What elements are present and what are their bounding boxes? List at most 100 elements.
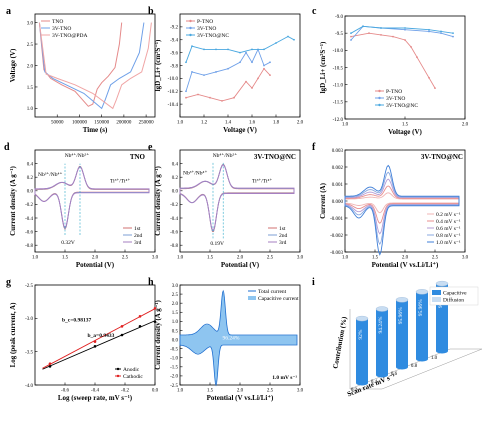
data-point <box>185 96 187 99</box>
x-tick-label: 1.0 <box>177 389 184 394</box>
data-point <box>185 90 187 93</box>
bar-base <box>376 372 388 378</box>
data-point <box>362 25 364 28</box>
legend-entry: 3rd <box>134 240 142 246</box>
bar-base <box>436 348 448 354</box>
x-tick-label: -0.2 <box>121 389 129 394</box>
data-point <box>120 325 124 328</box>
panel-i: i92%0.294.24%0.495.96%0.695.96%0.896.24%… <box>312 277 483 399</box>
data-point <box>251 87 253 89</box>
x-tick-label: 1.5 <box>207 389 214 394</box>
y-tick-label: -0.6 <box>170 230 178 235</box>
y-tick-label: -4.0 <box>25 384 33 389</box>
x-tick-label: 3.0 <box>462 256 469 261</box>
y-tick-label: -11.5 <box>333 101 344 106</box>
x-axis-label: Potential (V) <box>76 261 115 269</box>
x-axis-label: Potential (V) <box>221 261 260 269</box>
panel-label-a: a <box>6 6 11 17</box>
data-point <box>452 32 454 35</box>
y-tick-label: -0.2 <box>25 203 33 208</box>
data-point <box>153 307 157 310</box>
data-point <box>221 100 223 102</box>
y-tick-label: -1.0 <box>170 357 178 362</box>
x-tick-label: 1.6 <box>249 121 256 126</box>
y-tick-label: 0.002 <box>332 166 344 171</box>
x-tick-label: 1.0 <box>342 123 349 128</box>
y-tick-label: -9.0 <box>335 15 343 20</box>
y-axis-label: Current (A) <box>319 182 327 219</box>
y-tick-label: -9.6 <box>170 51 178 56</box>
panel-title: 3V-TNO@NC <box>421 153 463 161</box>
data-point <box>48 365 52 368</box>
data-point <box>233 96 235 99</box>
x-tick-label: 150000 <box>94 121 110 126</box>
data-point <box>440 32 442 35</box>
data-point <box>404 27 406 29</box>
bar <box>396 299 408 367</box>
x-tick-label: 1.0 <box>431 356 438 361</box>
legend-entry: Capacitive current <box>258 296 299 302</box>
y-tick-label: -10.4 <box>168 103 179 108</box>
bar-top <box>395 297 409 303</box>
cv-curve <box>344 164 460 256</box>
legend-entry: 3V-TNO@PDA <box>52 33 87 39</box>
y-tick-label: -0.002 <box>330 234 343 239</box>
legend-swatch <box>432 290 441 295</box>
y-axis-label: lgD_Li+ (cm²S⁻¹) <box>154 39 162 91</box>
legend-entry: TNO <box>52 19 63 25</box>
data-point <box>239 61 241 64</box>
y-axis-label: Voltage (V) <box>9 48 17 82</box>
data-point <box>404 39 406 41</box>
panel-title: 3V-TNO@NC <box>254 153 296 161</box>
bar <box>356 318 368 383</box>
x-tick-label: 1.5 <box>207 256 214 261</box>
data-point <box>245 51 247 54</box>
y-tick-label: -10.0 <box>333 49 344 54</box>
y-tick-label: -0.4 <box>25 217 33 222</box>
y-tick-label: 1.5 <box>27 86 34 91</box>
data-point <box>404 28 406 31</box>
y-tick-label: -2.5 <box>170 384 178 389</box>
data-point <box>269 74 271 77</box>
x-tick-label: 3.0 <box>297 389 304 394</box>
y-axis-label: Log (peak current, A) <box>9 302 17 367</box>
series-line <box>185 35 295 63</box>
series-line <box>185 67 271 102</box>
data-point <box>350 32 352 35</box>
fit-line <box>42 320 156 370</box>
data-point <box>227 48 229 51</box>
y-tick-label: -12.0 <box>333 118 344 123</box>
x-tick-label: 1.0 <box>342 256 349 261</box>
x-axis-label: Scan rate mV s⁻¹ <box>346 372 396 399</box>
legend-swatch <box>248 296 256 300</box>
legend-entry: 3rd <box>279 240 287 246</box>
y-tick-label: 0.2 <box>172 176 179 181</box>
annotation: Nb⁴⁺/Nb⁵⁺ <box>65 153 90 159</box>
x-axis-label: Time (s) <box>83 126 108 134</box>
x-tick-label: 200000 <box>116 121 132 126</box>
y-tick-label: -11.0 <box>333 83 344 88</box>
x-axis-label: Potential (V vs.Li/Li⁺) <box>372 261 439 269</box>
x-tick-label: 1.0 <box>177 121 184 126</box>
y-tick-label: -0.6 <box>25 230 33 235</box>
panel-label-b: b <box>148 6 154 17</box>
bar-base <box>356 380 368 386</box>
x-tick-label: 2.5 <box>122 256 129 261</box>
legend-marker <box>378 103 381 107</box>
y-tick-label: 2.0 <box>172 302 179 307</box>
x-axis-label: Voltage (V) <box>223 126 257 134</box>
y-tick-label: 1.0 <box>27 107 34 112</box>
annotation: b_c=0.98137 <box>62 318 92 324</box>
y-axis-label: lgD_Li+ (cm²S⁻¹) <box>319 41 327 93</box>
x-tick-label: 2.0 <box>462 123 469 128</box>
x-tick-label: 0.8 <box>411 364 418 369</box>
data-point <box>275 42 277 44</box>
y-tick-label: -0.4 <box>170 217 178 222</box>
panel-label-d: d <box>4 142 10 153</box>
x-axis-label: Log (sweep rate, mV s⁻¹) <box>58 394 133 402</box>
series-line <box>38 22 145 110</box>
y-tick-label: 0.0 <box>172 338 179 343</box>
